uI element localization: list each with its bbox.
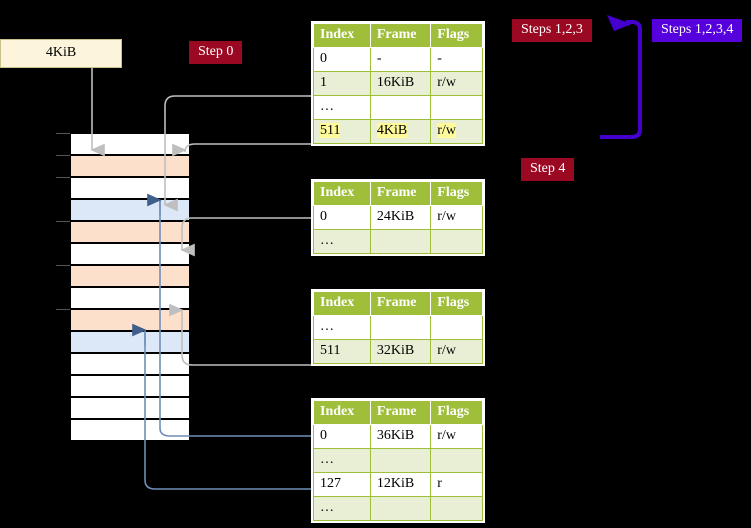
table-cell: 36KiB [369, 424, 432, 449]
column-header-frame: Frame [369, 181, 432, 206]
column-header-frame: Frame [369, 23, 432, 48]
table-row: … [313, 315, 483, 340]
table-row: … [313, 448, 483, 473]
wire-table1-row511 [172, 143, 311, 157]
table-cell: 0 [313, 205, 371, 230]
column-header-index: Index [313, 181, 371, 206]
badge-steps-123: Steps 1,2,3 [512, 19, 592, 42]
memory-row-tick [56, 133, 70, 134]
physical-memory-column [56, 133, 190, 441]
table-cell: 127 [313, 472, 371, 497]
table-cell: r/w [430, 205, 483, 230]
table-cell [430, 496, 483, 521]
table-cell: 0 [313, 47, 371, 72]
badge-steps-1234: Steps 1,2,3,4 [652, 19, 743, 42]
table-cell: r/w [430, 119, 483, 144]
table-cell: 32KiB [369, 339, 432, 364]
column-header-flags: Flags [430, 400, 483, 425]
memory-frame-row [70, 331, 190, 353]
memory-frame-row [70, 221, 190, 243]
memory-row-tick [56, 309, 70, 310]
column-header-flags: Flags [430, 181, 483, 206]
table-cell: r [430, 472, 483, 497]
page-4kib-box: 4KiB [0, 39, 122, 68]
table-cell [369, 229, 432, 254]
memory-frame-row [70, 155, 190, 177]
table-row: 0-- [313, 47, 483, 72]
memory-row-tick [56, 177, 70, 178]
table-cell: 1 [313, 71, 371, 96]
table-cell: - [369, 47, 432, 72]
table-cell [369, 448, 432, 473]
badge-step-4: Step 4 [521, 158, 575, 181]
table-cell: … [313, 315, 371, 340]
table-cell [369, 95, 432, 120]
memory-row-tick [56, 155, 70, 156]
memory-row-tick [56, 265, 70, 266]
memory-frame-row [70, 265, 190, 287]
memory-frame-row [70, 287, 190, 309]
table-cell: … [313, 496, 371, 521]
memory-row-tick [56, 221, 70, 222]
table-cell [430, 95, 483, 120]
memory-frame-row [70, 177, 190, 199]
table-cell [369, 315, 432, 340]
table-cell [430, 229, 483, 254]
badge-step-0: Step 0 [189, 41, 243, 64]
table-cell: r/w [430, 71, 483, 96]
memory-frame-row [70, 419, 190, 441]
table-cell: r/w [430, 424, 483, 449]
table-cell: 0 [313, 424, 371, 449]
wire-table3-row511 [169, 303, 311, 366]
memory-frame-row [70, 353, 190, 375]
column-header-flags: Flags [430, 291, 483, 316]
table-cell: … [313, 448, 371, 473]
wire-table2-row0 [180, 217, 311, 257]
table-cell: 511 [313, 119, 371, 144]
table-cell [430, 315, 483, 340]
column-header-frame: Frame [369, 400, 432, 425]
memory-frame-row [70, 199, 190, 221]
column-header-flags: Flags [430, 23, 483, 48]
table-cell [430, 448, 483, 473]
table-cell: 511 [313, 339, 371, 364]
page-4kib-label: 4KiB [45, 45, 77, 60]
table-row: … [313, 229, 483, 254]
steps-bracket [600, 15, 642, 139]
table-cell: 24KiB [369, 205, 432, 230]
table-row: … [313, 95, 483, 120]
memory-frame-row [70, 397, 190, 419]
memory-frame-row [70, 133, 190, 155]
column-header-index: Index [313, 291, 371, 316]
column-header-frame: Frame [369, 291, 432, 316]
table-cell: … [313, 229, 371, 254]
table-cell: - [430, 47, 483, 72]
memory-frame-row [70, 375, 190, 397]
column-header-index: Index [313, 400, 371, 425]
table-cell: 4KiB [369, 119, 432, 144]
table-row: … [313, 496, 483, 521]
column-header-index: Index [313, 23, 371, 48]
table-cell: r/w [430, 339, 483, 364]
table-cell: 12KiB [369, 472, 432, 497]
memory-frame-row [70, 309, 190, 331]
memory-frame-row [70, 243, 190, 265]
table-cell [369, 496, 432, 521]
table-cell: … [313, 95, 371, 120]
table-cell: 16KiB [369, 71, 432, 96]
